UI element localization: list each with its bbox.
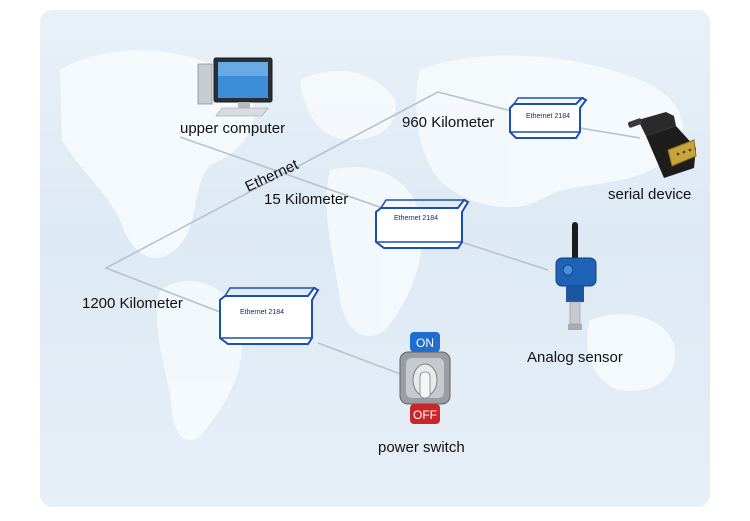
ethernet-line-backbone xyxy=(104,91,439,313)
computer-icon[interactable] xyxy=(197,57,273,117)
switch-on-label: ON xyxy=(416,336,434,350)
distance-15-label: 15 Kilometer xyxy=(264,191,348,208)
line-power-switch xyxy=(317,342,404,376)
ethernet-module-middle-label: Ethernet 2184 xyxy=(394,215,438,222)
serial-device-label: serial device xyxy=(608,186,691,203)
upper-computer-label: upper computer xyxy=(180,120,285,137)
serial-connector-icon[interactable] xyxy=(627,112,697,178)
connection-lines xyxy=(104,91,641,376)
ethernet-module-bottom-label: Ethernet 2184 xyxy=(240,309,284,316)
ethernet-module-top[interactable]: Ethernet 2184 xyxy=(509,96,588,139)
world-map-background xyxy=(60,50,683,441)
ethernet-module-middle[interactable]: Ethernet 2184 xyxy=(375,198,470,249)
distance-960-label: 960 Kilometer xyxy=(402,114,495,131)
line-960-km xyxy=(437,91,516,113)
switch-off-label: OFF xyxy=(413,408,437,422)
power-switch-icon[interactable]: ON OFF xyxy=(399,332,451,424)
line-analog-sensor xyxy=(454,239,549,271)
line-serial-device xyxy=(579,127,641,139)
ethernet-module-bottom[interactable]: Ethernet 2184 xyxy=(219,286,320,345)
analog-sensor-icon[interactable] xyxy=(555,222,597,330)
power-switch-label: power switch xyxy=(378,439,465,456)
analog-sensor-label: Analog sensor xyxy=(527,349,623,366)
distance-1200-label: 1200 Kilometer xyxy=(82,295,183,312)
ethernet-module-top-label: Ethernet 2184 xyxy=(526,113,570,120)
